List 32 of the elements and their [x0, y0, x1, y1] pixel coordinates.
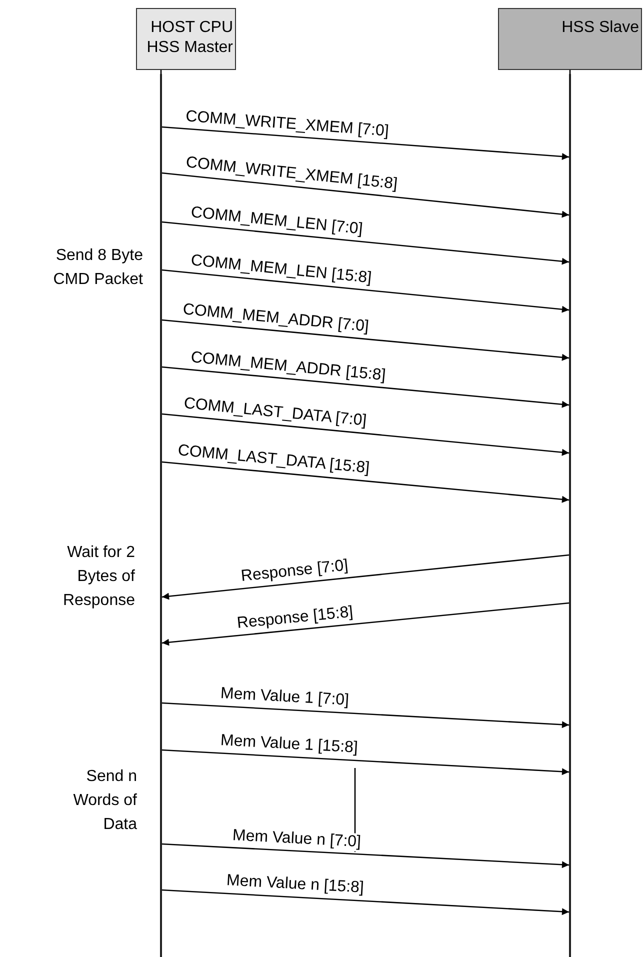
message-arrow: [162, 843, 570, 868]
edge-label: COMM_LAST_DATA [7:0]: [183, 395, 368, 430]
step-note: Send n Words of Data: [72, 767, 137, 835]
edge-label: COMM_MEM_ADDR [7:0]: [182, 300, 370, 336]
message-arrow: [162, 413, 570, 456]
message-arrow: [162, 602, 570, 646]
edge-label: COMM_MEM_LEN [7:0]: [190, 204, 364, 239]
step-note: Wait for 2 Bytes of Response: [62, 543, 135, 611]
edge-label: COMM_LAST_DATA [15:8]: [177, 442, 370, 478]
edge-label: Mem Value 1 [15:8]: [220, 732, 358, 758]
participant-box: HSS Slave: [498, 8, 642, 70]
message-arrow: [162, 126, 570, 160]
message-arrow: [162, 366, 570, 408]
lifeline: [569, 74, 571, 957]
message-arrow: [162, 554, 570, 600]
message-arrow: [162, 221, 570, 265]
participant-box: HOST CPU HSS Master: [136, 8, 236, 70]
edge-label: Mem Value n [7:0]: [232, 826, 362, 852]
edge-label: COMM_WRITE_XMEM [7:0]: [185, 108, 390, 141]
edge-label: Mem Value 1 [7:0]: [220, 685, 350, 710]
lifeline: [160, 74, 162, 957]
message-arrow: [162, 702, 570, 728]
message-arrow: [162, 461, 570, 503]
message-arrow: [162, 749, 570, 776]
message-arrow: [162, 319, 570, 361]
message-arrow: [162, 172, 570, 218]
message-arrow: [162, 889, 570, 916]
edge-label: COMM_MEM_LEN [15:8]: [190, 252, 372, 288]
message-arrow: [162, 269, 570, 313]
edge-label: COMM_MEM_ADDR [15:8]: [190, 348, 386, 385]
step-note: Send 8 Byte CMD Packet: [52, 246, 143, 290]
edge-label: Mem Value n [15:8]: [226, 872, 364, 898]
